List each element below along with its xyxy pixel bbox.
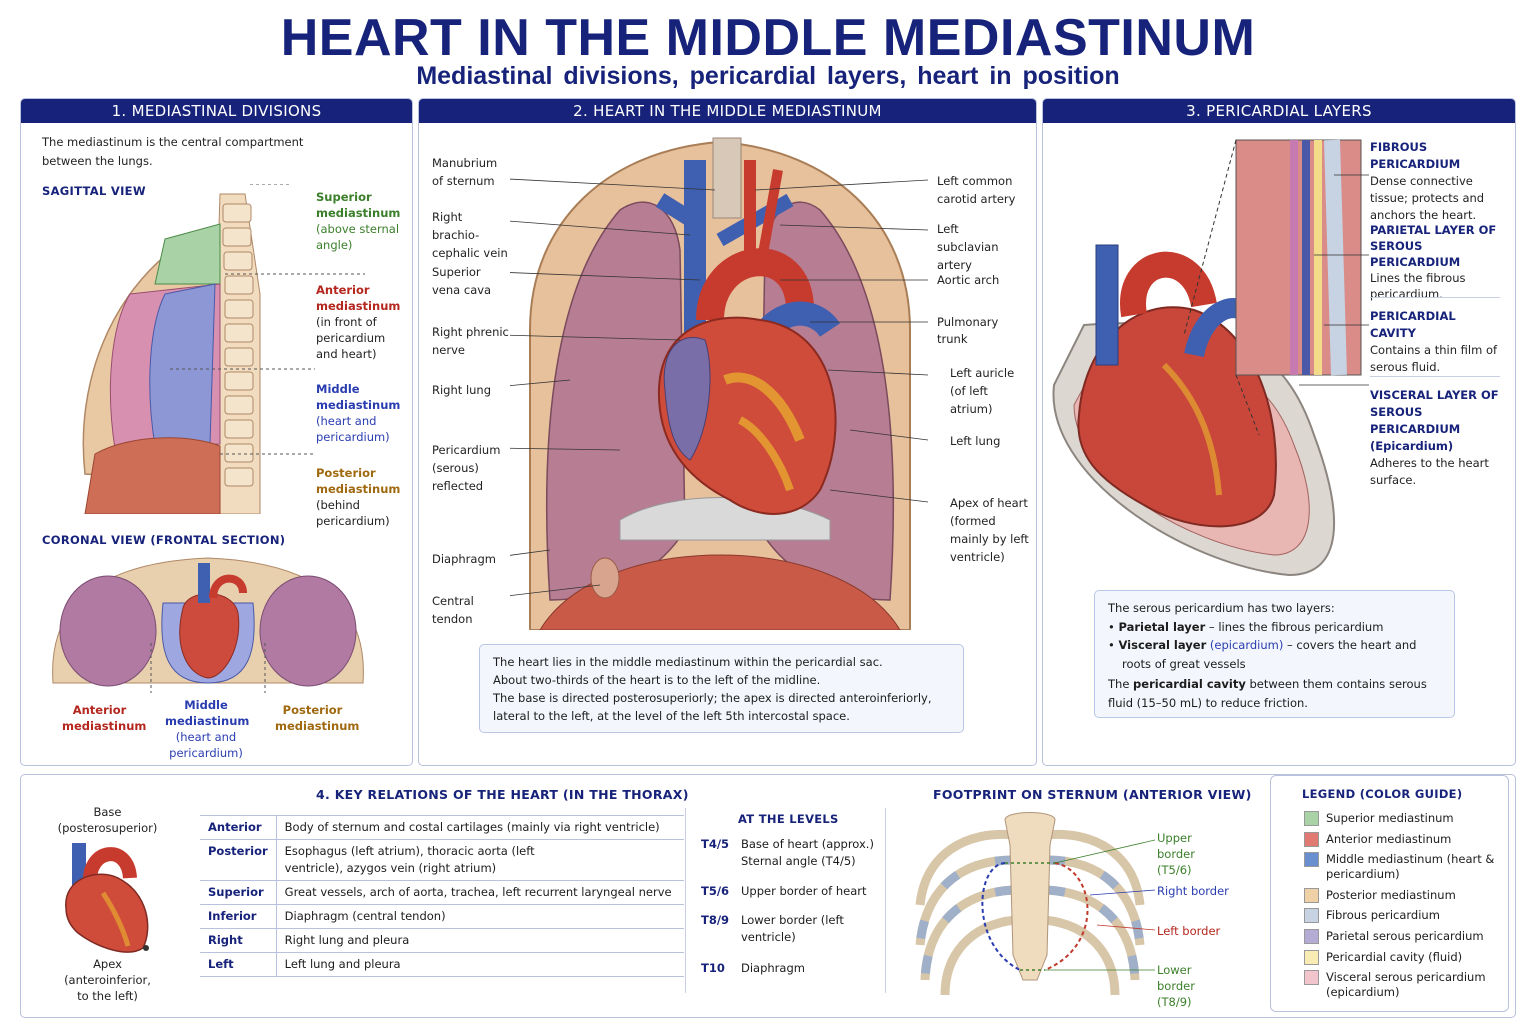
legend-swatch	[1304, 908, 1319, 923]
posterior-mediastinum-label: Posterior mediastinum(behind pericardium…	[316, 466, 401, 528]
left-border-label: Left border	[1157, 924, 1221, 938]
panel-header: 3. PERICARDIAL LAYERS	[1043, 99, 1515, 123]
label-superior-vena-cava: Superior vena cava	[432, 265, 492, 297]
panel-header: 1. MEDIASTINAL DIVISIONS	[21, 99, 412, 123]
legend-item: Posterior mediastinum	[1304, 888, 1501, 903]
label-pulmonary-trunk: Pulmonary trunk	[937, 315, 999, 346]
bullet-parietal: • Parietal layer – lines the fibrous per…	[1108, 619, 1384, 634]
legend-label: Anterior mediastinum	[1326, 832, 1452, 846]
legend-swatch	[1304, 832, 1319, 847]
label-manubrium: Manubrium of sternum	[432, 156, 498, 188]
legend-label: Fibrous pericardium	[1326, 908, 1440, 922]
sternum-footprint-illustration	[915, 812, 1155, 996]
legend-swatch	[1304, 929, 1319, 944]
page-subtitle: Mediastinal divisions, pericardial layer…	[416, 62, 1120, 90]
legend-label: Parietal serous pericardium	[1326, 929, 1484, 943]
divider	[1370, 297, 1500, 298]
coronal-heading: CORONAL VIEW (FRONTAL SECTION)	[42, 533, 286, 547]
legend-item: Pericardial cavity (fluid)	[1304, 950, 1501, 965]
superior-mediastinum-label: Superior mediastinum(above sternal angle…	[316, 190, 401, 252]
legend-item: Superior mediastinum	[1304, 811, 1501, 826]
divider	[885, 808, 886, 993]
legend-heading: LEGEND (COLOR GUIDE)	[1302, 787, 1463, 801]
coronal-posterior-label: Posterior mediastinum	[275, 703, 360, 733]
base-label: Base (posterosuperior)	[57, 805, 158, 835]
divider	[1370, 376, 1500, 377]
label-diaphragm: Diaphragm	[432, 552, 496, 566]
panel-header: 2. HEART IN THE MIDDLE MEDIASTINUM	[419, 99, 1036, 123]
footprint-heading: FOOTPRINT ON STERNUM (ANTERIOR VIEW)	[933, 787, 1252, 802]
coronal-middle-label: Middle mediastinum(heart and pericardium…	[165, 698, 250, 760]
bullet-visceral: • Visceral layer (epicardium) – covers t…	[1108, 638, 1417, 671]
label-central-tendon: Central tendon	[432, 594, 474, 626]
legend-swatch	[1304, 811, 1319, 826]
sagittal-view-illustration	[82, 184, 365, 514]
anterior-mediastinum-label: Anterior mediastinum(in front of pericar…	[316, 283, 401, 361]
legend-label: Middle mediastinum (heart & pericardium)	[1326, 852, 1495, 881]
upper-border-label: Upper border (T5/6)	[1157, 831, 1195, 877]
right-border-label: Right border	[1157, 884, 1229, 898]
label-right-phrenic-nerve: Right phrenic nerve	[432, 325, 509, 357]
legend-swatch	[1304, 970, 1319, 985]
page-title: HEART IN THE MIDDLE MEDIASTINUM	[280, 9, 1256, 67]
heart-thorax-illustration	[510, 137, 929, 630]
legend-item: Middle mediastinum (heart & pericardium)	[1304, 852, 1501, 882]
small-heart-illustration	[65, 843, 149, 953]
legend-swatch	[1304, 888, 1319, 903]
lower-border-label: Lower border (T8/9)	[1157, 963, 1195, 1009]
label-right-lung: Right lung	[432, 383, 492, 397]
relations-heading: 4. KEY RELATIONS OF THE HEART (IN THE TH…	[316, 787, 689, 802]
serous-pericardium-note: The serous pericardium has two layers: •…	[1094, 590, 1455, 718]
legend-label: Pericardial cavity (fluid)	[1326, 950, 1463, 964]
legend-swatch	[1304, 852, 1319, 867]
label-pericardium-reflected: Pericardium (serous) reflected	[432, 443, 501, 493]
legend-label: Visceral serous pericardium (epicardium)	[1326, 970, 1486, 999]
pericardial-layers-illustration	[1052, 139, 1369, 577]
layer-visceral-serous: VISCERAL LAYER OF SEROUS PERICARDIUM (Ep…	[1370, 388, 1499, 487]
middle-mediastinum-label: Middle mediastinum(heart and pericardium…	[316, 382, 401, 444]
legend-label: Posterior mediastinum	[1326, 888, 1456, 902]
label-left-common-carotid: Left common carotid artery	[937, 174, 1016, 206]
legend-swatch	[1304, 950, 1319, 965]
label-right-brachiocephalic-vein: Right brachio- cephalic vein	[432, 210, 508, 260]
legend-item: Anterior mediastinum	[1304, 832, 1501, 847]
sagittal-heading: SAGITTAL VIEW	[42, 184, 146, 198]
intro-text: The mediastinum is the central compartme…	[42, 135, 304, 168]
apex-label: Apex (anteroinferior, to the left)	[64, 957, 151, 1003]
coronal-view-illustration	[52, 557, 364, 693]
legend-label: Superior mediastinum	[1326, 811, 1454, 825]
legend-item: Parietal serous pericardium	[1304, 929, 1501, 944]
label-apex-of-heart: Apex of heart (formed mainly by left ven…	[950, 496, 1029, 564]
coronal-anterior-label: Anterior mediastinum	[62, 703, 147, 733]
label-left-auricle: Left auricle (of left atrium)	[950, 366, 1015, 416]
heart-position-note: The heart lies in the middle mediastinum…	[479, 644, 964, 733]
legend-item: Fibrous pericardium	[1304, 908, 1501, 923]
divider	[685, 808, 686, 993]
pericardial-cavity-text: The pericardial cavity between them cont…	[1108, 677, 1427, 710]
label-left-lung: Left lung	[950, 434, 1001, 448]
levels-heading: AT THE LEVELS	[738, 812, 839, 826]
legend-item: Visceral serous pericardium (epicardium)	[1304, 970, 1501, 1000]
label-aortic-arch: Aortic arch	[937, 273, 1000, 287]
label-left-subclavian: Left subclavian artery	[937, 222, 999, 272]
